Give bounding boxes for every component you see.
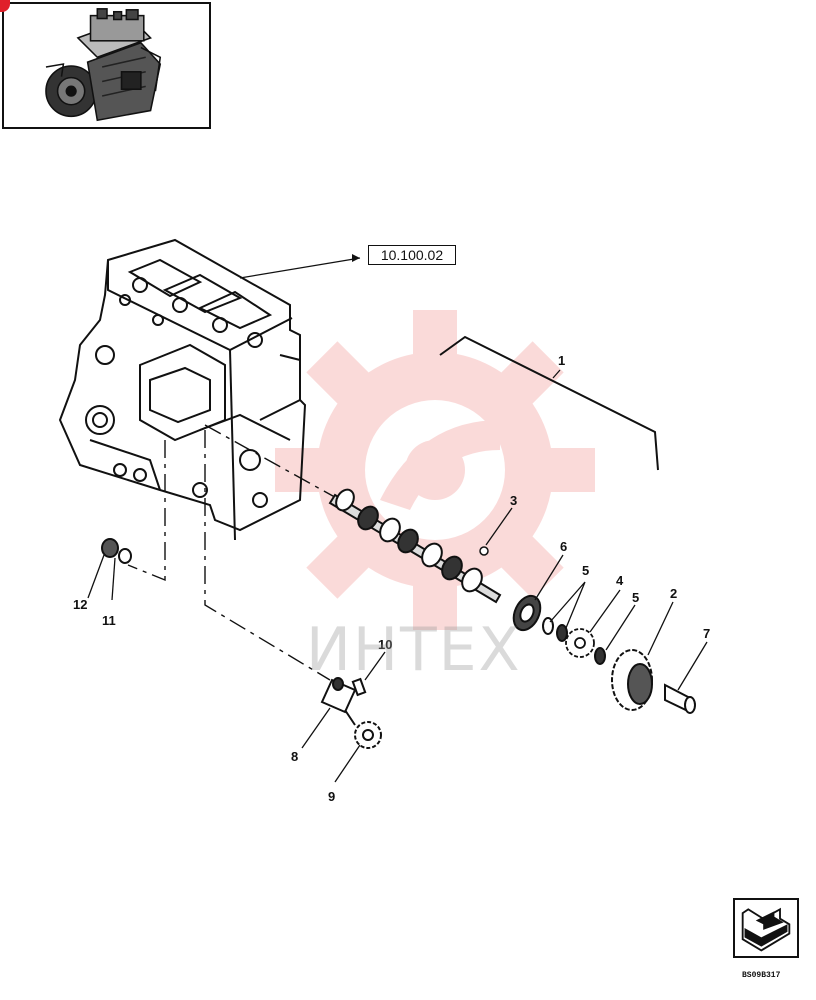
bearing[interactable] — [509, 592, 546, 635]
gear-axis-line — [204, 430, 331, 681]
callout-2: 2 — [670, 586, 678, 601]
callout-4: 4 — [616, 573, 624, 588]
engine-thumbnail[interactable] — [2, 2, 211, 129]
corner-marker — [0, 0, 10, 12]
engine-block[interactable] — [58, 238, 307, 541]
drive-shaft[interactable] — [664, 683, 696, 714]
plug-pair[interactable] — [101, 538, 132, 564]
callout-7: 7 — [703, 626, 711, 641]
assembly-bracket — [439, 335, 659, 471]
callout-9: 9 — [328, 789, 336, 804]
camshaft[interactable] — [328, 486, 502, 604]
watermark-text: ИНТЕХ — [306, 615, 522, 685]
next-page-arrow-icon — [741, 907, 791, 952]
callout-3: 3 — [510, 493, 518, 508]
camshaft-axis-line — [204, 424, 341, 501]
next-page-button[interactable] — [733, 898, 799, 958]
reference-label[interactable]: 10.100.02 — [368, 245, 456, 265]
ref-leader — [239, 257, 361, 279]
plug-axis-line — [127, 440, 166, 582]
idler-gear-assembly[interactable] — [320, 677, 382, 749]
callout-11: 11 — [102, 613, 116, 628]
callout-5a: 5 — [582, 563, 590, 578]
washer[interactable] — [556, 624, 568, 642]
figure-code: BS09B317 — [742, 971, 781, 980]
callout-1: 1 — [558, 353, 566, 368]
key-pin[interactable] — [479, 546, 489, 556]
callout-12: 12 — [73, 597, 88, 612]
callout-6: 6 — [560, 539, 568, 554]
callout-10: 10 — [378, 637, 393, 652]
cam-gear[interactable] — [611, 649, 653, 711]
washer[interactable] — [594, 647, 606, 665]
engine-thumbnail-icon — [45, 8, 162, 122]
callout-8: 8 — [291, 749, 299, 764]
watermark-gear-icon — [275, 310, 595, 630]
sprocket[interactable] — [565, 628, 595, 658]
callout-5b: 5 — [632, 590, 640, 605]
